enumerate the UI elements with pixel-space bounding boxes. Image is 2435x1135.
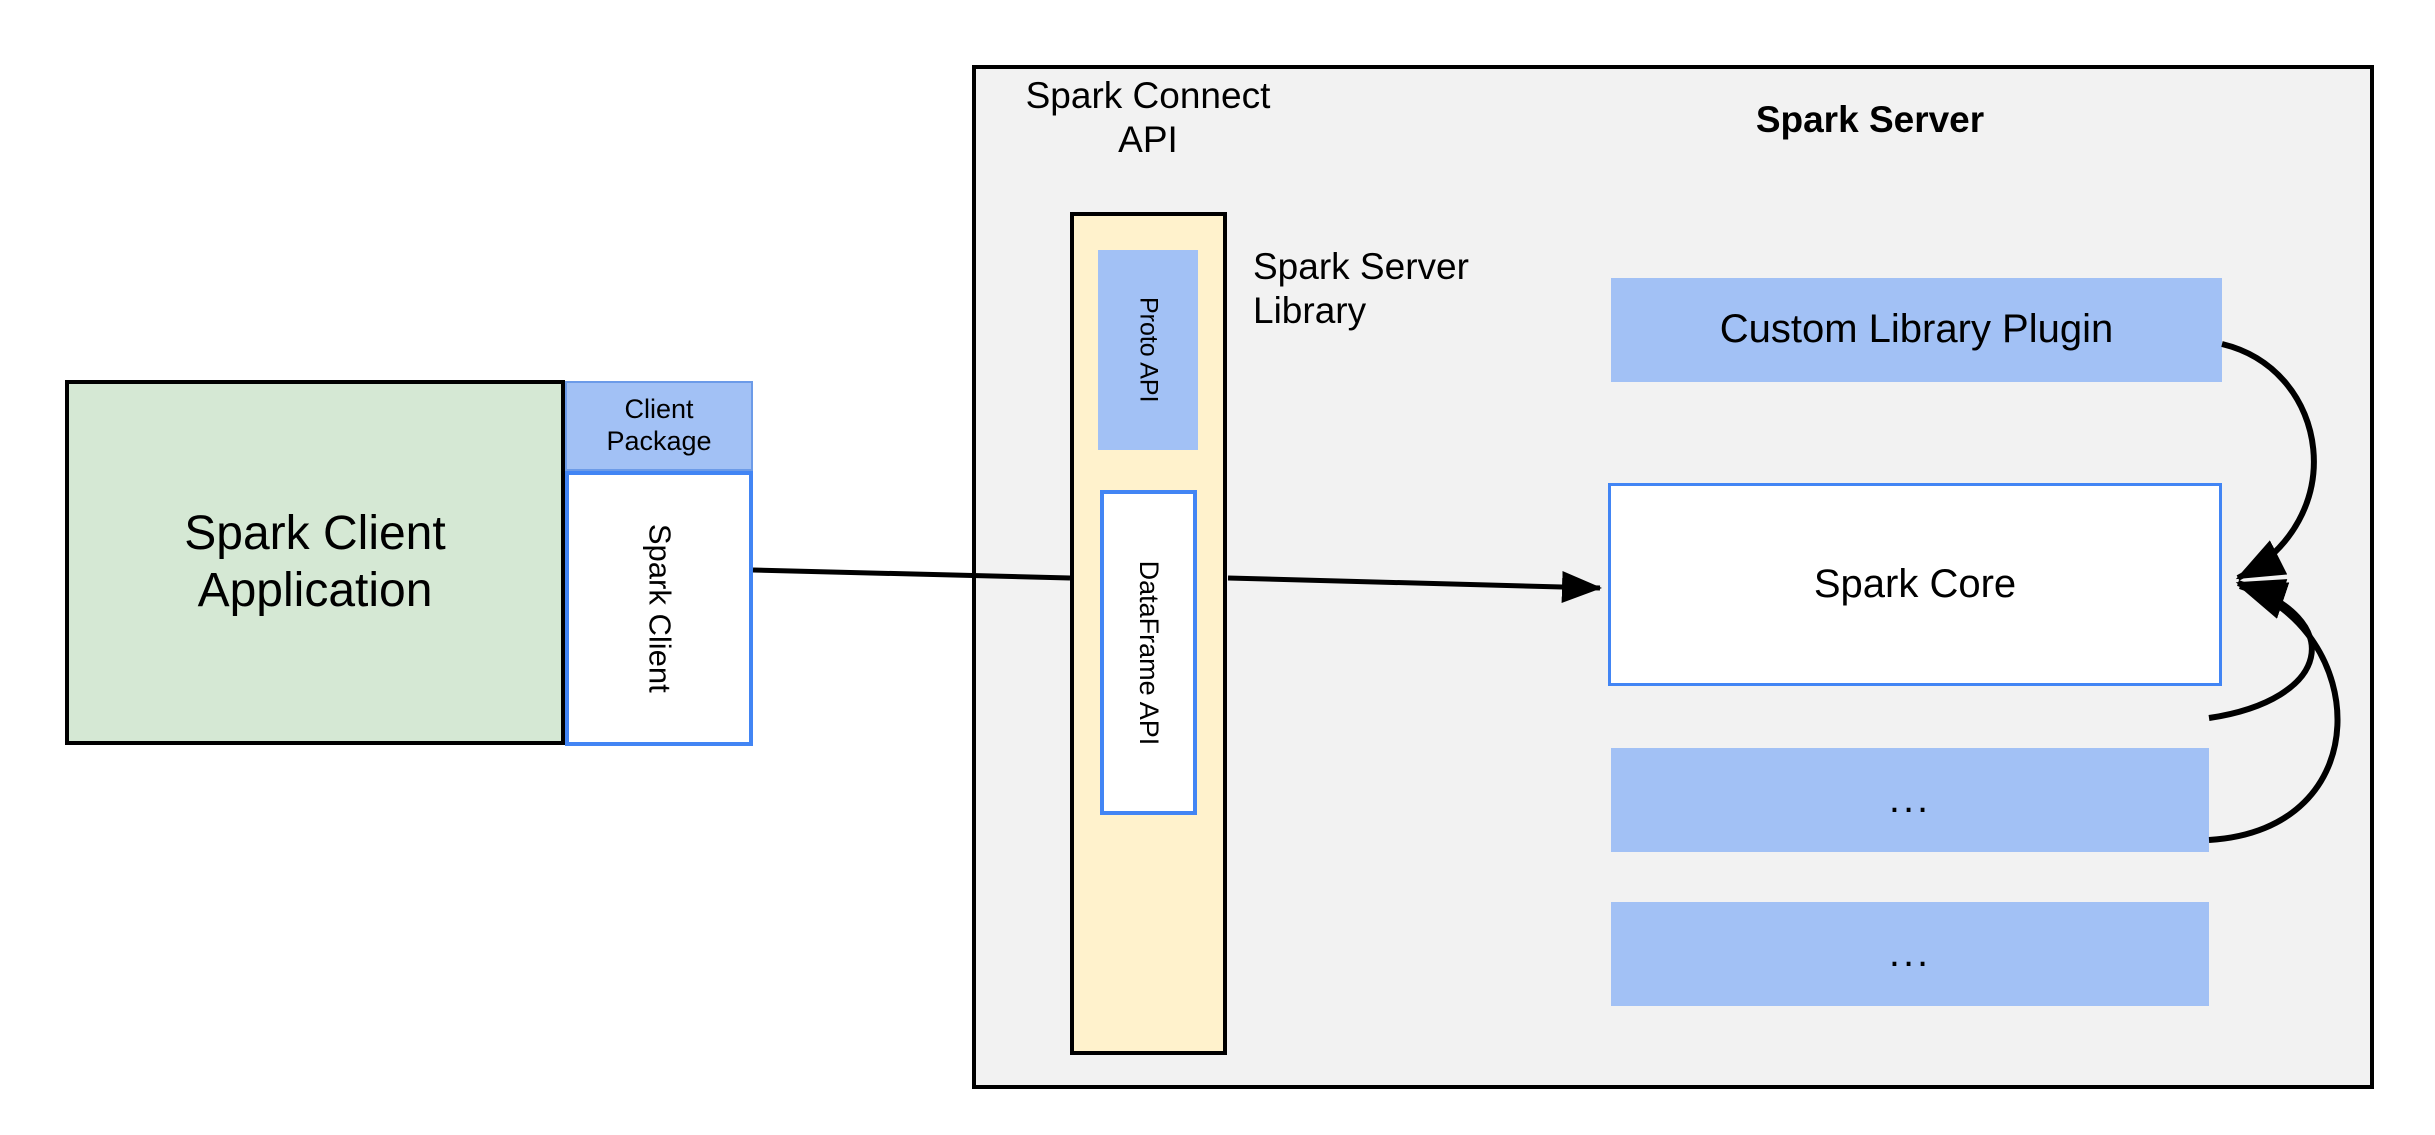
client-package-label-line2: Package [606,426,712,456]
placeholder-block-1[interactable]: ... [1611,748,2209,852]
spark-core-box[interactable]: Spark Core [1608,483,2222,686]
proto-api-box[interactable]: Proto API [1098,250,1198,450]
placeholder-block-2[interactable]: ... [1611,902,2209,1006]
placeholder-block-2-label: ... [1888,931,1932,976]
spark-server-library-label: Spark Server Library [1253,245,1553,345]
spark-client-box[interactable]: Spark Client [565,471,753,746]
client-app-label-line1: Spark Client [184,506,446,560]
connect-api-label-line2: API [1118,119,1178,160]
placeholder-block-1-label: ... [1888,777,1932,822]
spark-core-label: Spark Core [1813,561,2017,606]
spark-connect-api-label: Spark Connect API [1000,68,1296,168]
dataframe-api-box[interactable]: DataFrame API [1100,490,1197,815]
dataframe-api-label: DataFrame API [1134,560,1165,745]
custom-library-plugin-box[interactable]: Custom Library Plugin [1611,278,2222,382]
custom-library-plugin-label: Custom Library Plugin [1719,307,2114,352]
server-library-label-line2: Library [1253,289,1367,331]
spark-server-title: Spark Server [1660,95,2080,145]
client-package-box[interactable]: Client Package [565,381,753,471]
server-library-label-line1: Spark Server [1253,246,1469,287]
client-package-label-line1: Client [624,394,694,425]
spark-client-label: Spark Client [642,524,678,693]
spark-client-application-box[interactable]: Spark Client Application [65,380,565,745]
client-app-label-line2: Application [197,563,433,617]
connect-api-label-line1: Spark Connect [1025,75,1271,117]
proto-api-label: Proto API [1134,297,1163,403]
spark-server-title-text: Spark Server [1755,99,1985,141]
